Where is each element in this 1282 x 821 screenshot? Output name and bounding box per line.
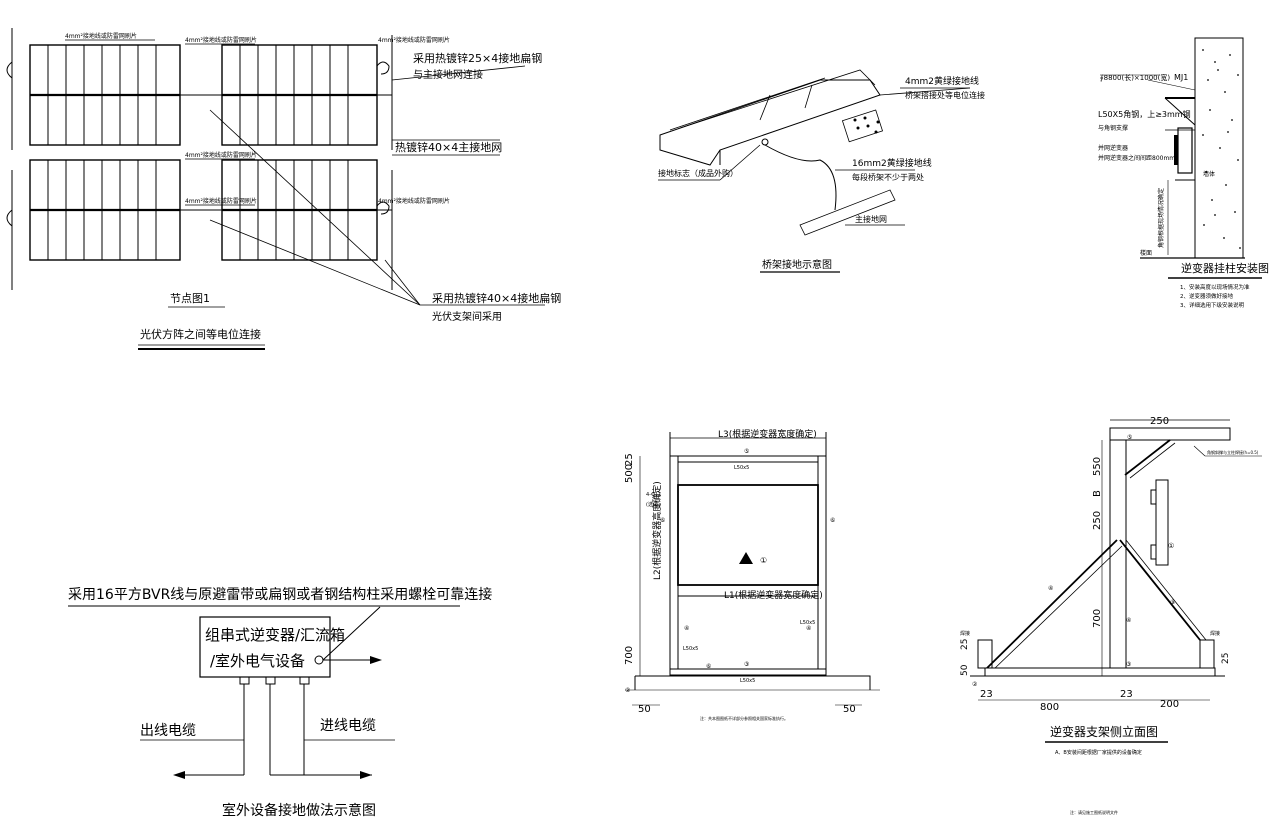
callout-bracket-2: 光伏支架间采用 <box>432 310 502 323</box>
wall-label-right: 墙体 <box>1203 170 1215 178</box>
wall-note-2: 2、逆变器须做好接地 <box>1180 292 1233 300</box>
front-mark-4-right: ④ <box>806 625 811 632</box>
front-dim-25: 25 <box>624 453 635 466</box>
front-mark-6-right: ⑥ <box>830 517 835 524</box>
pv-module-group-a <box>29 44 181 146</box>
wall-label-angle-2: 与角钢支撑 <box>1098 124 1128 132</box>
side-mark-3: ③ <box>1126 661 1131 668</box>
callout-main-grid: 热镀锌40×4主接地网 <box>395 140 502 154</box>
front-small-note: 注：共本图图纸不详部分参照相关国家标准执行。 <box>700 715 788 721</box>
side-mark-1: ① <box>1168 542 1174 550</box>
front-top-dim: L3(根据逆变器宽度确定) <box>718 428 817 440</box>
side-sub: A、B安装间距根据厂家提供的设备确定 <box>1055 749 1142 756</box>
outdoor-title: 室外设备接地做法示意图 <box>222 802 376 819</box>
front-mark-6-left: ⑥ <box>660 517 665 524</box>
side-dim-a: 250 <box>1092 511 1103 530</box>
outdoor-in-cable: 进线电缆 <box>320 718 376 734</box>
front-angle-left: L50x5 <box>683 646 698 652</box>
outdoor-box-line1: 组串式逆变器/汇流箱 <box>205 626 345 644</box>
callout-steel-1: 采用热镀锌25×4接地扁钢 <box>413 51 542 65</box>
outdoor-grounding-diagram: 采用16平方BVR线与原避雷带或扁钢或者钢结构柱采用螺栓可靠连接 组串式逆变器/… <box>68 586 492 819</box>
tray-wire-4mm-1: 4mm2黄绿接地线 <box>905 75 979 87</box>
strip-label-3: 4mm²接地线或防雷网刷片 <box>378 36 450 44</box>
outdoor-top-text: 采用16平方BVR线与原避雷带或扁钢或者钢结构柱采用螺栓可靠连接 <box>68 586 492 603</box>
side-foot-note: 注：请见施工图纸说明文件 <box>1070 809 1118 815</box>
inverter-frame-side: 250 ⑤ ① ④ ⑨ ④ ③ ② 550 B 250 700 50 25 <box>960 416 1262 815</box>
front-mark-4-left: ④ <box>684 625 689 632</box>
side-mark-5: ⑤ <box>1127 434 1132 441</box>
side-dim-200: 200 <box>1160 699 1179 710</box>
front-mark-5: ⑤ <box>744 448 749 455</box>
side-dim-250: 250 <box>1150 416 1169 427</box>
front-dim-50-right: 50 <box>843 704 856 715</box>
cable-tray-diagram: 4mm2黄绿接地线 桥架搭接处等电位连接 接地标志（成品外购） 16mm2黄绿接… <box>658 69 985 273</box>
front-mark-1: ① <box>760 556 767 565</box>
front-angle-top: L50x5 <box>734 465 749 471</box>
front-l2: L2(根据逆变器高度确定) <box>651 481 663 580</box>
pv-module-group-c <box>29 159 181 261</box>
wall-label-dim: ∮8800(长)×1000(宽) <box>1100 73 1170 82</box>
front-dim-50-left: 50 <box>638 704 651 715</box>
front-hole-2: (选做) <box>646 501 660 508</box>
side-mark-9: ⑨ <box>1170 599 1175 606</box>
front-mark-2: ② <box>625 687 631 694</box>
side-weld-right: 焊接 <box>1210 630 1220 637</box>
outdoor-box-line2: /室外电气设备 <box>210 652 305 670</box>
wall-note-3: 3、详细选用下级安装说明 <box>1180 301 1245 309</box>
side-dim-50: 50 <box>960 664 970 676</box>
wall-label-inv-1: 并网逆变器 <box>1098 144 1128 152</box>
side-mark-4: ④ <box>1048 585 1053 592</box>
front-mark-8: ⑥ <box>706 663 711 670</box>
tray-wire-4mm-2: 桥架搭接处等电位连接 <box>905 90 985 100</box>
wall-title: 逆变器挂柱安装图 <box>1181 261 1269 275</box>
node-title: 节点图1 <box>170 292 210 305</box>
tray-ground-mark: 接地标志（成品外购） <box>658 168 738 178</box>
wall-label-vertical: 角钢根据现场情况确定 <box>1157 188 1165 248</box>
front-dim-500: 500 <box>624 464 635 483</box>
front-dim-700: 700 <box>624 646 635 665</box>
side-dim-25-right: 25 <box>1221 653 1231 664</box>
side-dim-23-left: 23 <box>980 689 993 700</box>
side-mark-2: ② <box>972 681 978 688</box>
pv-module-group-b <box>221 44 378 146</box>
strip-label-4: 4mm²接地线或防雷网刷片 <box>185 151 257 159</box>
front-angle-bottom: L50x5 <box>740 678 755 684</box>
wall-note-1: 1、安装高度以现场情况为准 <box>1180 283 1250 291</box>
inverter-frame-front: L3(根据逆变器宽度确定) ⑤ L50x5 ① L1(根据逆变器宽度确定) ③ … <box>624 428 880 721</box>
wall-label-inv-2: 并网逆变器之间间距800mm <box>1098 154 1175 162</box>
wall-label-floor: 楼面 <box>1140 249 1152 257</box>
side-dim-23-right: 23 <box>1120 689 1133 700</box>
tray-title: 桥架接地示意图 <box>762 258 832 271</box>
outdoor-out-cable: 出线电缆 <box>140 723 196 739</box>
callout-bracket-1: 采用热镀锌40×4接地扁钢 <box>432 291 561 305</box>
pv-array-diagram: 4mm²接地线或防雷网刷片 4mm²接地线或防雷网刷片 4mm²接地线或防雷网刷… <box>6 28 561 350</box>
side-dim-550: 550 <box>1092 457 1103 476</box>
tray-wire-16mm-1: 16mm2黄绿接地线 <box>852 157 932 169</box>
tray-wire-16mm-2: 每段桥架不少于两处 <box>852 172 924 182</box>
callout-steel-2: 与主接地网连接 <box>413 68 483 81</box>
inverter-wall-diagram: ∮8800(长)×1000(宽) MJ1 L50X5角钢，上≥3mm钢 与角钢支… <box>1098 37 1269 309</box>
side-weld-left: 焊接 <box>960 630 970 637</box>
side-dim-800: 800 <box>1040 702 1059 713</box>
side-dim-700: 700 <box>1092 609 1103 628</box>
front-l1: L1(根据逆变器宽度确定) <box>724 589 823 601</box>
side-dim-b: B <box>1092 490 1103 497</box>
wall-label-mj: MJ1 <box>1174 73 1188 82</box>
strip-label-2: 4mm²接地线或防雷网刷片 <box>185 36 257 44</box>
front-hole-1: 4-Φ11 <box>646 492 661 498</box>
strip-label-5: 4mm²接地线或防雷网刷片 <box>185 197 257 205</box>
front-mark-3: ③ <box>744 661 749 668</box>
strip-label-1: 4mm²接地线或防雷网刷片 <box>65 32 137 40</box>
front-angle-right: L50x5 <box>800 620 815 626</box>
wall-label-angle-1: L50X5角钢，上≥3mm钢 <box>1098 109 1191 119</box>
strip-label-6: 4mm²接地线或防雷网刷片 <box>378 197 450 205</box>
side-title: 逆变器支架侧立面图 <box>1050 724 1158 739</box>
pv-array-title: 光伏方阵之间等电位连接 <box>140 327 261 341</box>
side-dim-25: 25 <box>960 639 970 650</box>
side-mark-4b: ④ <box>1126 617 1131 624</box>
tray-main-grid: 主接地网 <box>855 214 887 224</box>
pv-module-group-d <box>221 159 378 261</box>
side-note: 角钢斜撑与立柱焊接(h=0.5) <box>1207 449 1259 455</box>
